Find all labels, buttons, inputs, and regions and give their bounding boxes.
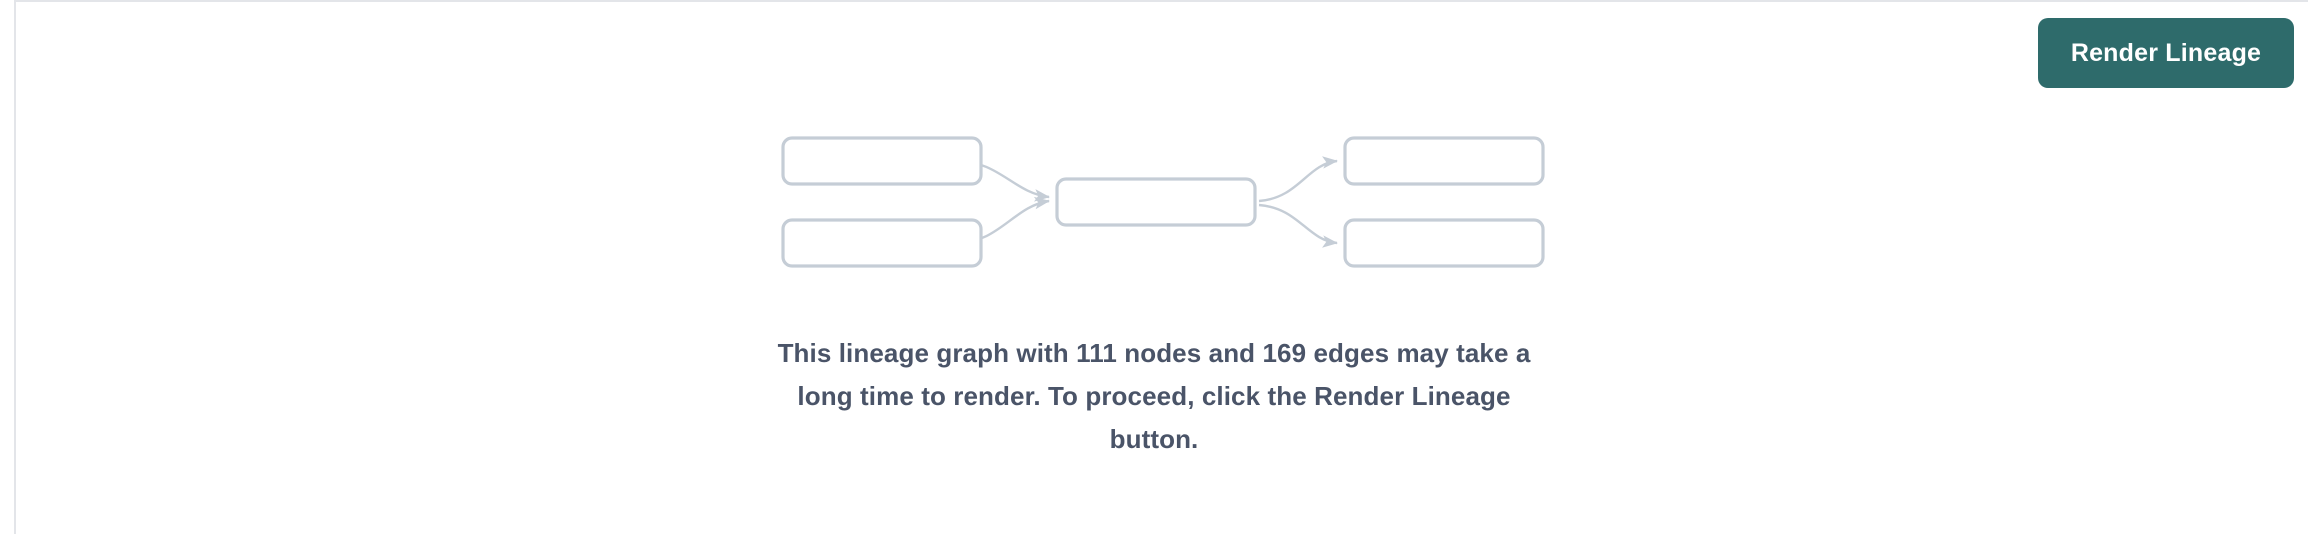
edge-bottom-left-to-center <box>956 196 1050 245</box>
edge-top-left-to-center <box>956 159 1050 202</box>
placeholder-node-bottom-right <box>1343 218 1545 268</box>
lineage-warning-message: This lineage graph with 111 nodes and 16… <box>777 338 1531 454</box>
placeholder-node-bottom-left <box>781 218 983 268</box>
edge-center-to-bottom-right <box>1258 203 1338 248</box>
placeholder-node-top-left <box>781 136 983 186</box>
render-lineage-button[interactable]: Render Lineage <box>2038 18 2294 88</box>
panel-left-divider <box>14 0 16 534</box>
placeholder-node-top-right <box>1343 136 1545 186</box>
panel-top-divider <box>14 0 2308 2</box>
edge-center-to-top-right <box>1258 156 1338 203</box>
lineage-graph-placeholder-icon <box>781 136 1545 268</box>
placeholder-node-center <box>1055 177 1257 227</box>
